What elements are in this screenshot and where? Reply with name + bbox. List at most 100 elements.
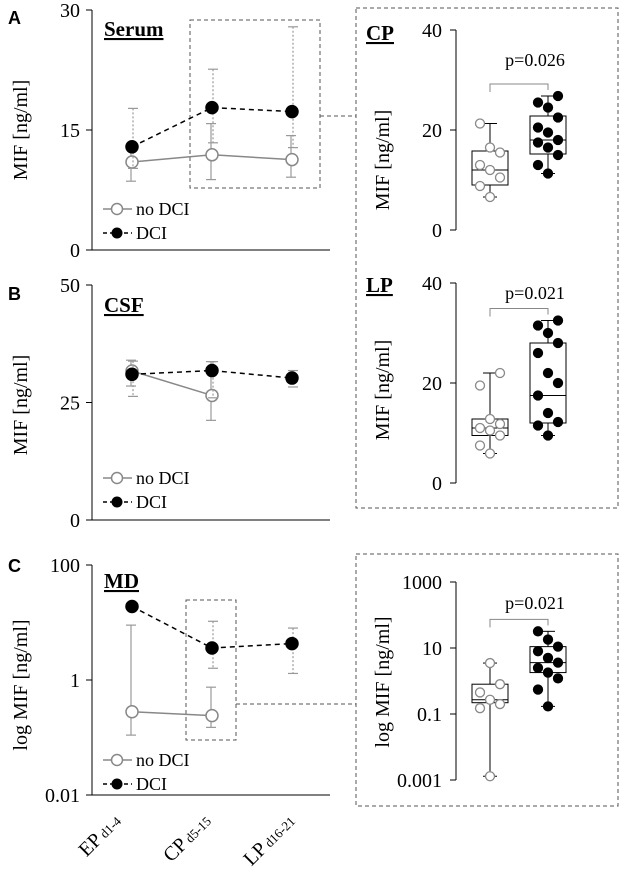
box-a-no-dci-point-5 bbox=[494, 147, 506, 158]
box-a-ytick-label-1: 20 bbox=[422, 120, 442, 142]
box-c-dci-point-6 bbox=[542, 652, 554, 664]
box-b-dci-point-0 bbox=[542, 430, 554, 441]
panel-b-title: CSF bbox=[104, 293, 144, 317]
box-c-dci-point-3 bbox=[542, 667, 554, 678]
box-a-dci-point-7 bbox=[532, 122, 544, 133]
box-b-no-dci-point-3 bbox=[484, 425, 496, 436]
panel-c-no-dci-line bbox=[131, 711, 213, 717]
panel-c-ytick-label-2: 100 bbox=[50, 555, 80, 577]
box-b-no-dci-point-5 bbox=[494, 418, 506, 430]
box-b-no-dci-point-1 bbox=[474, 440, 486, 451]
box-b-no-dci-point-0 bbox=[484, 448, 496, 459]
box-a-dci-point-5 bbox=[552, 134, 564, 146]
legend-b-dci-label: DCI bbox=[136, 492, 167, 512]
box-c-ytick-label-1: 0.1 bbox=[417, 704, 442, 726]
box-b-title: LP bbox=[366, 273, 393, 297]
box-a-dci-point-3 bbox=[542, 142, 554, 153]
box-a-no-dci-point-1 bbox=[474, 180, 486, 192]
panel-letter-c: C bbox=[8, 556, 21, 576]
box-a-no-dci-point-3 bbox=[484, 164, 496, 176]
box-c-dci-point-7 bbox=[532, 646, 544, 657]
panel-c-dci-point-2 bbox=[285, 636, 299, 651]
box-a-no-dci-point-6 bbox=[484, 142, 496, 153]
box-b-no-dci-point-6 bbox=[484, 413, 496, 425]
legend-a-no-dci-label: no DCI bbox=[136, 199, 190, 219]
box-c-ytick-label-0: 0.001 bbox=[397, 770, 442, 792]
legend-c-dci-marker bbox=[111, 778, 123, 790]
panel-c-dci-point-1 bbox=[205, 641, 219, 655]
box-a-dci-point-11 bbox=[552, 90, 564, 102]
box-b-no-dci-point-4 bbox=[474, 422, 486, 434]
box-frame-ab bbox=[355, 7, 619, 509]
legend-a: no DCI DCI bbox=[103, 199, 190, 243]
panel-a-ytick-label-1: 15 bbox=[60, 120, 80, 142]
panel-a-title: Serum bbox=[104, 17, 164, 41]
box-a-dci-point-6 bbox=[542, 127, 554, 138]
legend-b-no-dci-marker bbox=[110, 471, 124, 485]
box-b-dci-point-6 bbox=[542, 367, 554, 379]
box-a-ytick-label-0: 0 bbox=[432, 220, 442, 242]
box-b-ylabel: MIF [ng/ml] bbox=[372, 340, 394, 441]
x-label-cp-sub: d5-15 bbox=[182, 814, 214, 846]
box-b-dci-point-10 bbox=[532, 320, 544, 331]
panel-c-ylabel: log MIF [ng/ml] bbox=[10, 619, 32, 750]
svg-text:EPd1-4: EPd1-4 bbox=[74, 810, 125, 861]
panel-b-ytick-label-2: 50 bbox=[60, 275, 80, 297]
box-a-dci-point-4 bbox=[532, 137, 544, 148]
x-label-cp: CPd5-15 bbox=[159, 814, 214, 867]
box-b-no-dci-point-7 bbox=[474, 380, 486, 391]
box-a-title: CP bbox=[366, 21, 394, 45]
box-b-no-dci-point-8 bbox=[494, 367, 506, 379]
panel-letter-a: A bbox=[8, 8, 21, 28]
box-a-dci-point-1 bbox=[532, 159, 544, 171]
panel-b-no-dci-point-1 bbox=[205, 388, 219, 403]
box-frame-c bbox=[355, 553, 619, 807]
box-b-dci-point-4 bbox=[532, 390, 544, 401]
legend-b: no DCI DCI bbox=[103, 468, 190, 512]
panel-letter-b: B bbox=[8, 284, 21, 304]
box-a-ytick-label-2: 40 bbox=[422, 20, 442, 42]
box-a-dci-point-10 bbox=[532, 97, 544, 108]
box-c-no-dci-point-0 bbox=[484, 771, 496, 782]
panel-a-ytick-label-2: 30 bbox=[60, 0, 80, 22]
panel-a-ytick-label-0: 0 bbox=[70, 240, 80, 262]
legend-c-no-dci-marker bbox=[110, 753, 124, 767]
box-a-dci-point-9 bbox=[542, 102, 554, 113]
box-a-dci-point-0 bbox=[542, 168, 554, 179]
box-c-no-dci-point-2 bbox=[494, 698, 506, 710]
box-c-no-dci-point-4 bbox=[474, 687, 486, 698]
panel-a-dci-line bbox=[131, 106, 293, 148]
box-c-ylabel: log MIF [ng/ml] bbox=[372, 616, 394, 747]
box-b-dci-point-9 bbox=[542, 327, 554, 339]
x-label-ep-sub: d1-4 bbox=[97, 813, 125, 841]
box-a-no-dci-point-0 bbox=[484, 191, 496, 203]
svg-text:LPd16-21: LPd16-21 bbox=[239, 810, 299, 870]
box-b-ytick-label-1: 20 bbox=[422, 373, 442, 395]
box-c-no-dci-point-6 bbox=[484, 657, 496, 669]
panel-a-no-dci-point-0 bbox=[125, 155, 139, 169]
legend-a-dci-label: DCI bbox=[136, 223, 167, 243]
box-a-significance-bracket bbox=[489, 83, 549, 92]
panel-a-ylabel: MIF [ng/ml] bbox=[10, 80, 32, 181]
panel-b-dci-point-1 bbox=[205, 363, 219, 378]
box-c-significance-bracket bbox=[489, 618, 549, 628]
legend-c-dci-label: DCI bbox=[136, 774, 167, 794]
box-b-dci-point-7 bbox=[532, 347, 544, 359]
panel-b-no-dci-line bbox=[131, 370, 213, 397]
panel-c-title: MD bbox=[104, 569, 139, 593]
box-a-dci-point-8 bbox=[552, 112, 564, 123]
panel-c-no-dci-point-0 bbox=[125, 705, 139, 719]
x-label-lp-sub: d16-21 bbox=[261, 814, 298, 851]
x-label-ep: EPd1-4 bbox=[74, 810, 125, 861]
panel-c-ytick-label-0: 0.01 bbox=[45, 785, 80, 807]
box-a-no-dci-point-2 bbox=[494, 172, 506, 183]
box-b-pvalue: p=0.021 bbox=[505, 283, 565, 303]
box-b-ytick-label-2: 40 bbox=[422, 273, 442, 295]
box-b-dci-point-11 bbox=[552, 315, 564, 326]
box-c-dci-point-10 bbox=[532, 626, 544, 637]
box-c-dci-point-0 bbox=[542, 701, 554, 712]
box-b-dci-point-3 bbox=[542, 407, 554, 419]
box-b-no-dci-point-2 bbox=[494, 430, 506, 441]
box-c-dci-point-8 bbox=[552, 641, 564, 652]
